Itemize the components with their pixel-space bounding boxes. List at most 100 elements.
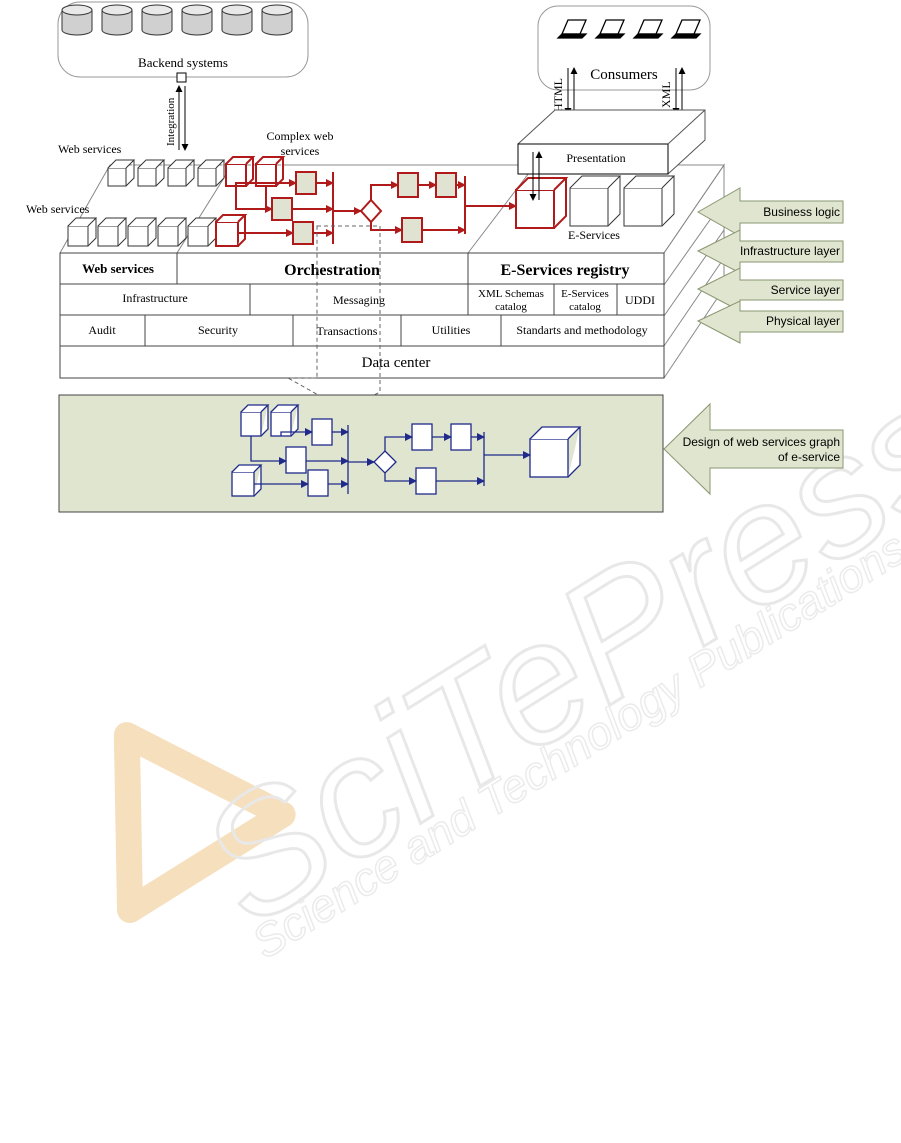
complex-services-workflow <box>215 156 569 247</box>
database-icon <box>101 4 133 36</box>
backend-label: Backend systems <box>138 55 228 70</box>
service-cube <box>107 159 136 187</box>
transactions-label: Transactions <box>317 324 378 338</box>
integration-link <box>175 85 189 151</box>
platform-top-divider <box>467 164 536 254</box>
cell-web-services <box>59 252 178 285</box>
orchestration-label: Orchestration <box>284 262 380 279</box>
service-cube <box>67 217 98 247</box>
eservices-catalog-label-line2: catalog <box>569 301 601 313</box>
decision-node <box>359 198 383 224</box>
laptop-icon <box>594 19 626 39</box>
presentation-label: Presentation <box>566 151 625 165</box>
web-services-cubes-top <box>107 159 226 187</box>
xml-schemas-label-line2: catalog <box>495 301 527 313</box>
registry-label: E-Services registry <box>501 262 630 279</box>
service-cube <box>197 159 226 187</box>
laptop-icon <box>632 19 664 39</box>
design-panel <box>58 394 664 513</box>
utilities-label: Utilities <box>432 323 471 337</box>
database-icons <box>61 4 293 36</box>
eservice-cube-highlighted <box>515 177 569 229</box>
eservices-label: E-Services <box>568 228 620 242</box>
task-box <box>435 172 457 198</box>
presentation-box: Presentation <box>517 109 706 175</box>
complex-services-label-line1: Complex web <box>267 129 334 143</box>
consumers: Consumers <box>537 5 711 91</box>
laptop-icon <box>670 19 702 39</box>
task-box <box>271 197 293 221</box>
task-box <box>292 221 314 245</box>
xml-schemas-label-line1: XML Schemas <box>478 288 544 300</box>
database-icon <box>141 4 173 36</box>
uddi-label: UDDI <box>625 293 655 307</box>
graph-task-box <box>311 418 333 446</box>
database-icon <box>221 4 253 36</box>
infrastructure-layer-label: Infrastructure layer <box>740 244 840 258</box>
cell-uddi <box>616 283 665 316</box>
eservice-cube <box>569 175 622 227</box>
backend-systems: Backend systems <box>57 1 309 83</box>
complex-service-cube <box>215 214 248 247</box>
laptop-icon <box>556 19 588 39</box>
cell-security <box>144 314 294 347</box>
design-arrow <box>663 402 844 496</box>
graph-task-box <box>285 446 307 474</box>
database-icon <box>61 4 93 36</box>
service-cube <box>137 159 166 187</box>
messaging-label: Messaging <box>333 293 385 307</box>
service-cube <box>187 217 218 247</box>
graph-task-box <box>411 423 433 451</box>
complex-service-cube <box>255 156 286 187</box>
design-graph <box>231 404 582 497</box>
xml-link <box>672 67 686 115</box>
xml-label: XML <box>659 81 673 108</box>
laptop-icons <box>556 19 702 39</box>
design-label-line2: of e-service <box>778 450 840 464</box>
cell-audit <box>59 314 146 347</box>
graph-task-box <box>307 469 329 497</box>
graph-task-box <box>415 467 437 495</box>
security-label: Security <box>198 323 238 337</box>
consumers-label: Consumers <box>590 67 658 83</box>
complex-service-cube <box>225 156 256 187</box>
web-services-label-bottom: Web services <box>26 202 90 216</box>
web-services-layer-label: Web services <box>82 261 154 276</box>
service-cube <box>97 217 128 247</box>
eservices-catalog-label-line1: E-Services <box>561 288 609 300</box>
layer-rows <box>59 252 665 379</box>
database-icon <box>261 4 293 36</box>
html-link <box>564 67 578 115</box>
audit-label: Audit <box>88 323 116 337</box>
cell-eservices-catalog <box>553 283 618 316</box>
web-services-label-top: Web services <box>58 142 122 156</box>
watermark-logo <box>113 722 296 923</box>
infrastructure-label: Infrastructure <box>122 291 187 305</box>
eservice-cube <box>623 175 676 227</box>
graph-eservice-cube <box>529 426 582 478</box>
data-center-label: Data center <box>362 355 431 371</box>
cell-messaging <box>249 283 469 316</box>
cell-data-center <box>59 345 665 379</box>
graph-service-cube <box>240 404 270 437</box>
side-arrows <box>663 187 844 496</box>
design-label-line1: Design of web services graph <box>683 435 840 449</box>
eservices-cubes <box>569 175 676 227</box>
integration-label: Integration <box>165 97 177 146</box>
cell-standards <box>500 314 665 347</box>
layer-labels: Web services Orchestration E-Services re… <box>82 261 655 371</box>
physical-layer-label: Physical layer <box>766 314 840 328</box>
graph-task-box <box>450 423 472 451</box>
presentation-link <box>529 151 543 201</box>
service-cube <box>157 217 188 247</box>
standards-label: Standarts and methodology <box>516 323 647 337</box>
service-layer-label: Service layer <box>771 283 840 297</box>
cell-infrastructure <box>59 283 251 316</box>
task-box <box>397 172 419 198</box>
side-arrow-labels: Business logic Infrastructure layer Serv… <box>683 205 841 464</box>
database-icon <box>181 4 213 36</box>
task-box <box>295 171 317 195</box>
business-logic-label: Business logic <box>763 205 840 219</box>
integration-port <box>176 72 187 83</box>
